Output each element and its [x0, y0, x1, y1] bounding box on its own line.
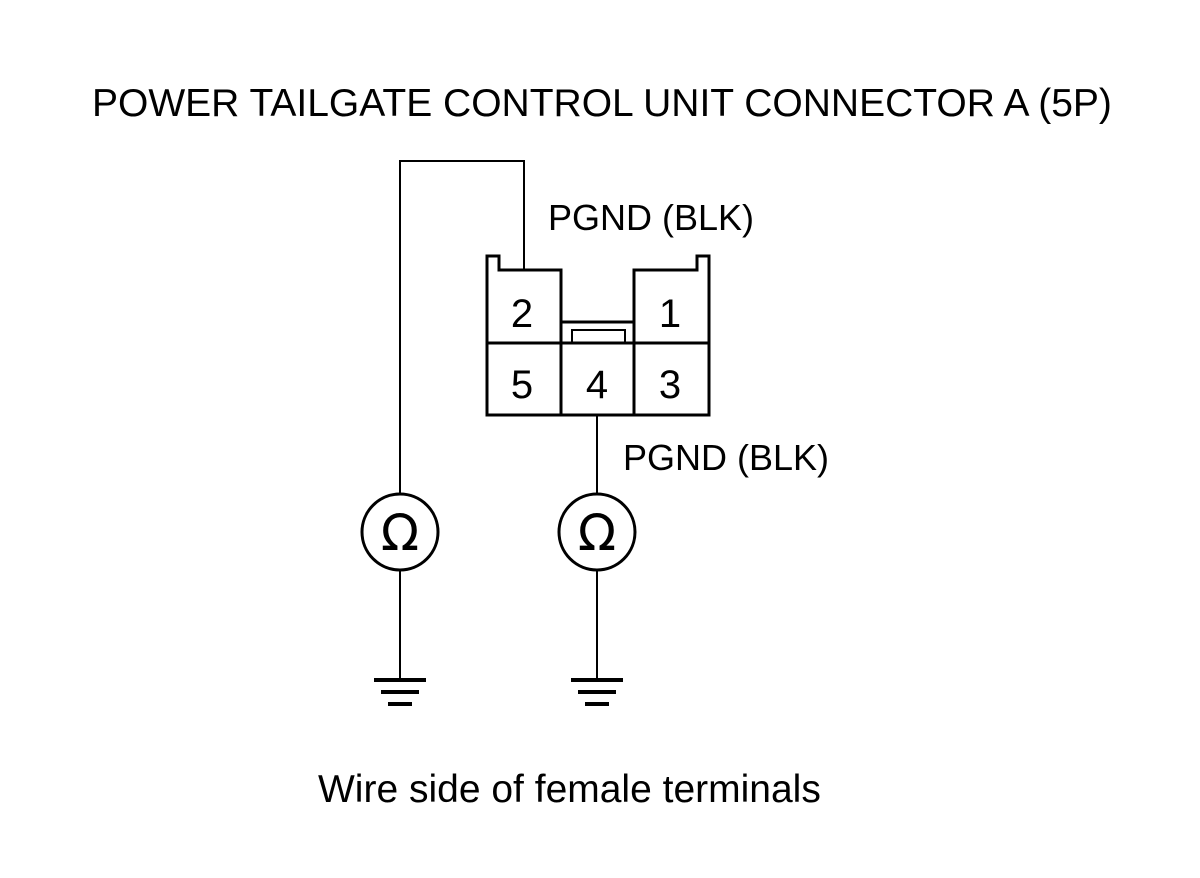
pin4-wire-label: PGND (BLK) — [623, 437, 829, 478]
pin2-wire — [399, 160, 525, 494]
diagram-title: POWER TAILGATE CONTROL UNIT CONNECTOR A … — [92, 82, 1112, 125]
ohm-symbol-left: Ω — [381, 504, 419, 562]
pin2-wire-label: PGND (BLK) — [548, 197, 754, 238]
pin-4-number: 4 — [586, 363, 608, 407]
diagram-caption: Wire side of female terminals — [318, 768, 821, 811]
pin-3-number: 3 — [659, 363, 681, 407]
ohmmeter-left-icon: Ω — [360, 492, 440, 572]
ohmmeter-right-icon: Ω — [557, 492, 637, 572]
ground-left-icon — [374, 678, 426, 706]
pin-5-number: 5 — [511, 363, 533, 407]
ohm-symbol-right: Ω — [578, 504, 616, 562]
locking-tab — [571, 329, 626, 344]
pin-1-number: 1 — [659, 292, 681, 336]
pin-2-number: 2 — [511, 292, 533, 336]
connector-housing — [485, 254, 711, 417]
ground-right-icon — [571, 678, 623, 706]
